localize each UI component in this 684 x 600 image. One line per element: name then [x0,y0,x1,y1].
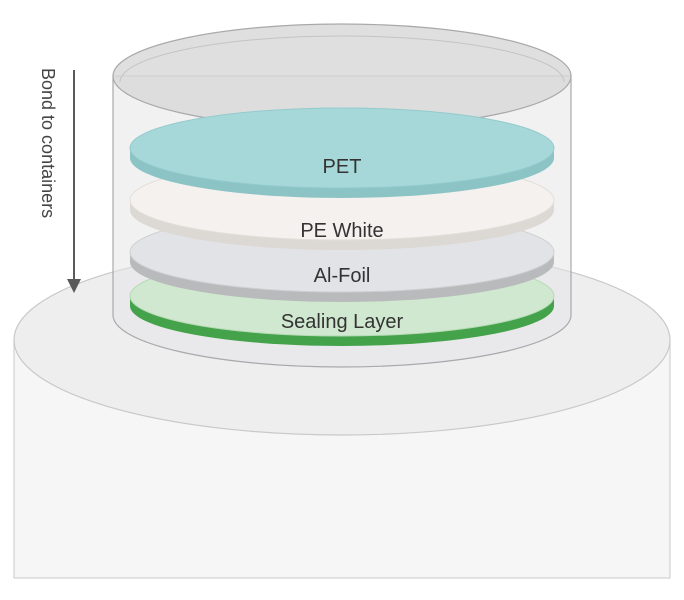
layer-pet: PET [129,107,555,198]
layer-sealing-layer-label: Sealing Layer [281,311,404,333]
layer-pet-label: PET [323,156,362,178]
layer-pe-white-label: PE White [300,220,383,242]
layer-al-foil-label: Al-Foil [314,265,371,287]
cap-cylinder-inner-edge [119,35,565,83]
layer-pet-disc [129,107,555,189]
bond-to-containers-label: Bond to containers [38,68,58,218]
